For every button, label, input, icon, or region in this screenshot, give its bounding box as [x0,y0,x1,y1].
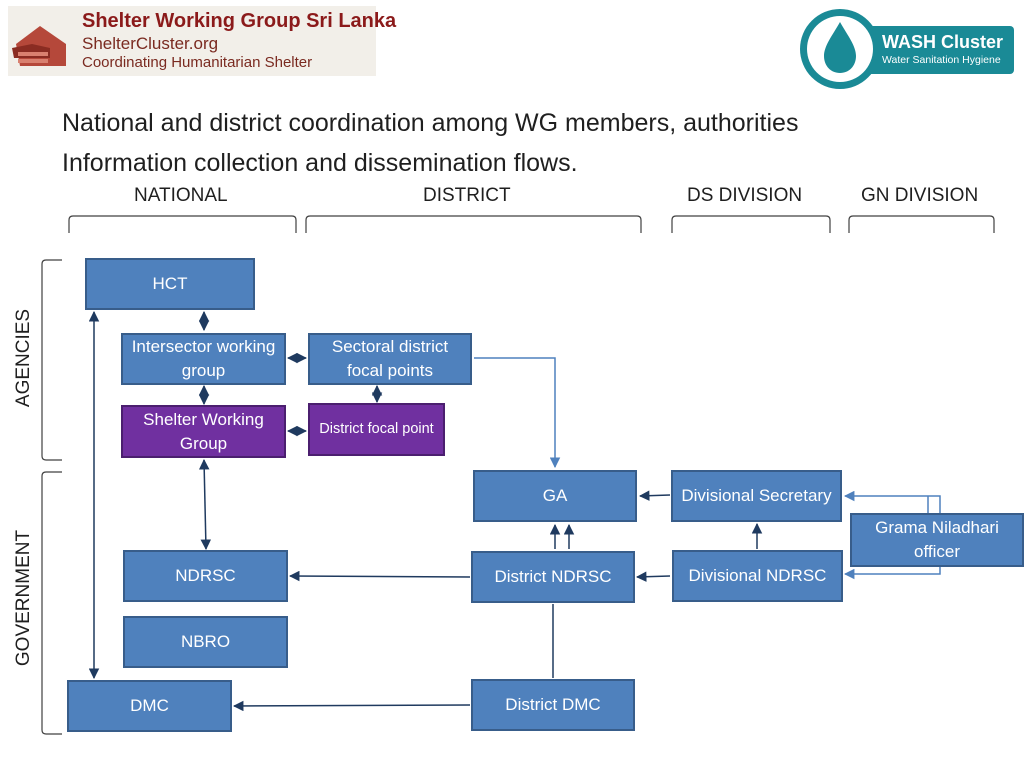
node-district-focal-point: District focal point [308,403,445,456]
node-sectoral-district-focal-points: Sectoral district focal points [308,333,472,385]
shelter-working-group-logo: Shelter Working Group Sri Lanka ShelterC… [8,6,396,76]
bracket-gn-division [848,215,995,233]
bracket-agencies [41,259,62,461]
bracket-ds-division [671,215,831,233]
node-hct: HCT [85,258,255,310]
edge-divndrsc-districtndrsc [635,571,671,582]
bracket-national [68,215,297,233]
edge-grama-divsecretary [843,490,941,513]
node-shelter-working-group: Shelter Working Group [121,405,286,458]
bracket-district [305,215,642,233]
node-district-ndrsc: District NDRSC [471,551,635,603]
hand-house-icon [12,26,66,66]
node-grama-niladhari-officer: Grama Niladhari officer [850,513,1024,567]
shelter-logo-url: ShelterCluster.org [82,34,219,53]
edge-shelter-ndrsc [198,458,212,551]
edge-districtndrsc-ndrsc [288,570,471,582]
column-label-gn-division: GN DIVISION [861,185,979,206]
node-ga: GA [473,470,637,522]
column-label-ds-division: DS DIVISION [687,185,803,206]
edge-divsecretary-ga [638,490,671,501]
node-intersector-working-group: Intersector working group [121,333,286,385]
heading-line-2: Information collection and dissemination… [62,149,578,177]
column-label-national: NATIONAL [134,185,228,206]
shelter-logo-title: Shelter Working Group Sri Lanka [82,10,397,32]
node-nbro: NBRO [123,616,288,668]
wash-logo-subtitle: Water Sanitation Hygiene [882,54,1001,66]
node-divisional-ndrsc: Divisional NDRSC [672,550,843,602]
node-ndrsc: NDRSC [123,550,288,602]
node-district-dmc: District DMC [471,679,635,731]
heading-line-1: National and district coordination among… [62,109,799,137]
edge-sectoral-ga [474,357,561,469]
node-dmc: DMC [67,680,232,732]
edge-districtdmc-dmc [232,700,471,712]
wash-logo-shape [800,9,1014,89]
wash-cluster-logo: WASH Cluster Water Sanitation Hygiene [798,8,1016,90]
node-divisional-secretary: Divisional Secretary [671,470,842,522]
edge-grama-divndrsc [843,567,941,580]
bracket-government [41,471,62,735]
wash-logo-title: WASH Cluster [882,32,1004,52]
shelter-logo-tagline: Coordinating Humanitarian Shelter [82,54,313,71]
column-label-district: DISTRICT [423,185,511,206]
